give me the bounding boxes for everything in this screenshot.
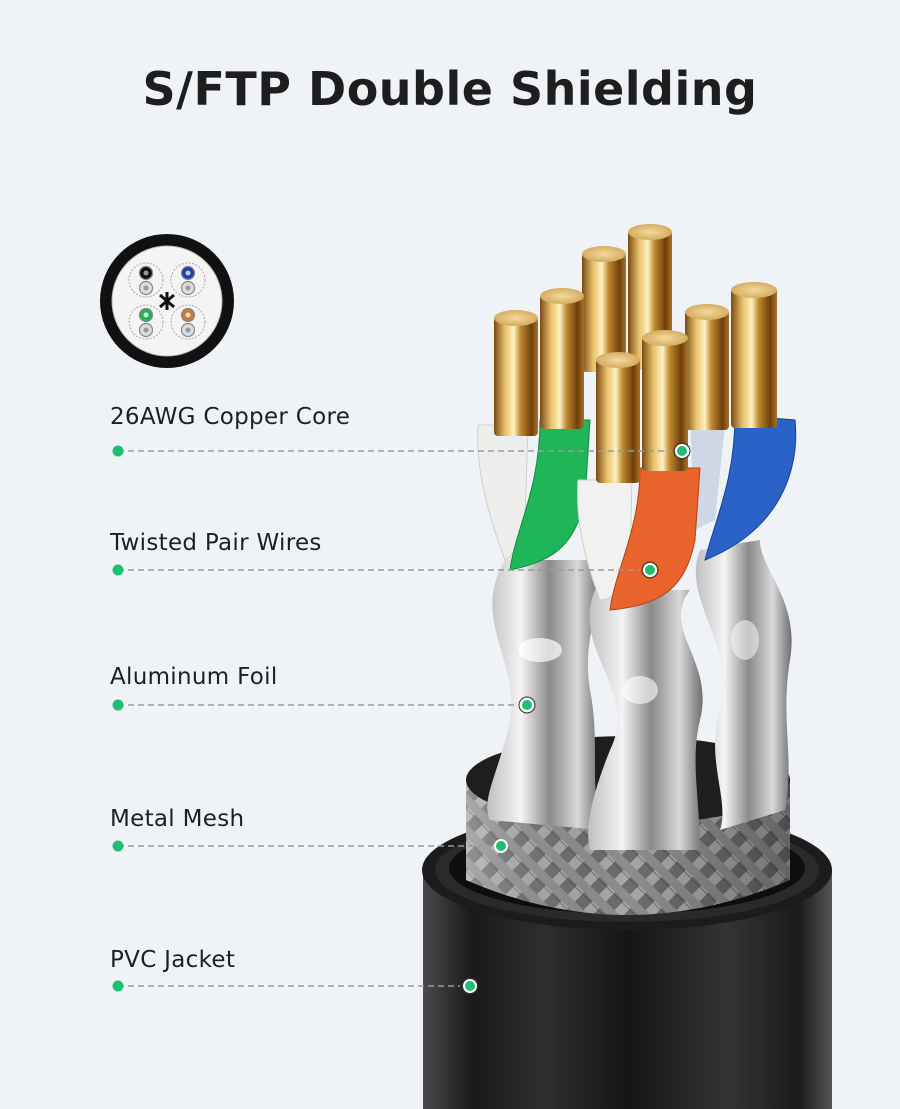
callout-label-metal-mesh: Metal Mesh [110,806,245,832]
callout-label-copper-core: 26AWG Copper Core [110,404,351,430]
copper-cores [494,224,777,483]
cable-cross-section-icon [100,234,234,368]
page-title: S/FTP Double Shielding [142,62,758,116]
pvc-jacket-shape [423,870,832,1109]
callout-label-twisted-pair: Twisted Pair Wires [110,530,322,556]
callout-label-aluminum-foil: Aluminum Foil [110,664,278,690]
callout-label-pvc-jacket: PVC Jacket [110,947,236,973]
aluminum-foil-pairs [487,540,792,850]
twisted-pair-insulation [477,414,797,611]
